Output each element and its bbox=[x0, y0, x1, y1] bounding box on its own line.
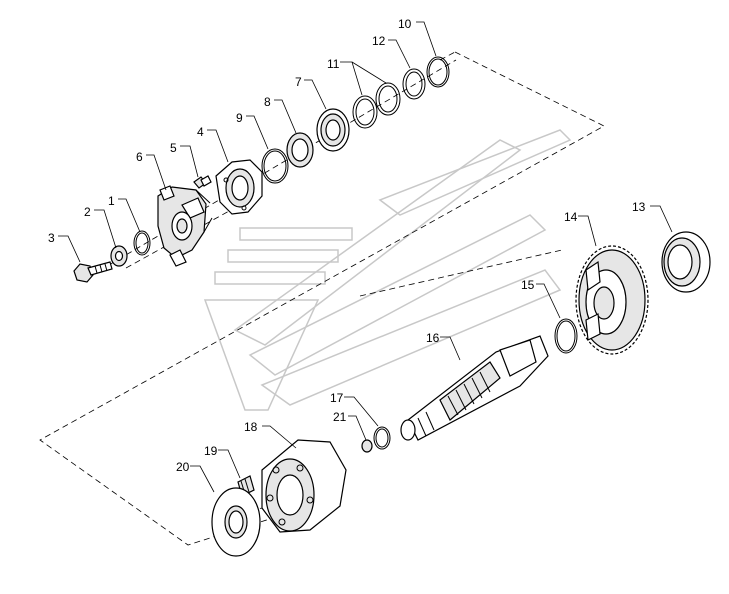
callout-5: 5 bbox=[170, 141, 177, 155]
callout-18: 18 bbox=[244, 420, 258, 434]
splined-shaft-part-16 bbox=[400, 335, 549, 441]
spacer-ring-part-8 bbox=[286, 132, 314, 168]
bearing-part-7 bbox=[316, 108, 350, 152]
callout-16: 16 bbox=[426, 331, 440, 345]
seal-housing-part-4 bbox=[215, 159, 263, 215]
coupler-part-18 bbox=[261, 439, 347, 533]
o-ring-part-17 bbox=[373, 426, 391, 450]
circlip-part-12 bbox=[402, 68, 426, 100]
callout-14: 14 bbox=[564, 210, 578, 224]
callout-15: 15 bbox=[521, 278, 535, 292]
callout-21: 21 bbox=[333, 410, 347, 424]
screw-part-5 bbox=[193, 175, 212, 189]
callout-labels: 3 2 1 6 5 4 9 8 7 11 12 10 13 14 15 16 1… bbox=[48, 17, 646, 474]
bearing-part-13 bbox=[661, 231, 711, 293]
callout-4: 4 bbox=[197, 125, 204, 139]
snap-ring-part-15 bbox=[554, 318, 578, 354]
o-ring-part-1 bbox=[133, 230, 151, 256]
washer-part-2 bbox=[110, 245, 128, 267]
callout-11: 11 bbox=[327, 57, 340, 71]
callout-7: 7 bbox=[295, 75, 302, 89]
callout-13: 13 bbox=[632, 200, 646, 214]
callout-3: 3 bbox=[48, 231, 55, 245]
friction-disc-part-20 bbox=[211, 487, 261, 557]
callout-1: 1 bbox=[108, 194, 115, 208]
watermark-logo bbox=[203, 129, 572, 411]
gear-part-14 bbox=[575, 245, 649, 355]
yoke-part-6 bbox=[157, 185, 213, 267]
callout-9: 9 bbox=[236, 111, 243, 125]
callout-2: 2 bbox=[84, 205, 91, 219]
callout-20: 20 bbox=[176, 460, 190, 474]
callout-10: 10 bbox=[398, 17, 412, 31]
pin-part-21 bbox=[361, 439, 373, 453]
bolt-part-3 bbox=[73, 261, 113, 283]
snap-ring-part-9 bbox=[261, 148, 289, 184]
callout-17: 17 bbox=[330, 391, 344, 405]
leader-lines bbox=[58, 21, 673, 493]
callout-8: 8 bbox=[264, 95, 271, 109]
callout-12: 12 bbox=[372, 34, 386, 48]
callout-19: 19 bbox=[204, 444, 218, 458]
shim-rings-part-11 bbox=[352, 82, 401, 129]
ring-part-10 bbox=[426, 56, 450, 88]
callout-6: 6 bbox=[136, 150, 143, 164]
